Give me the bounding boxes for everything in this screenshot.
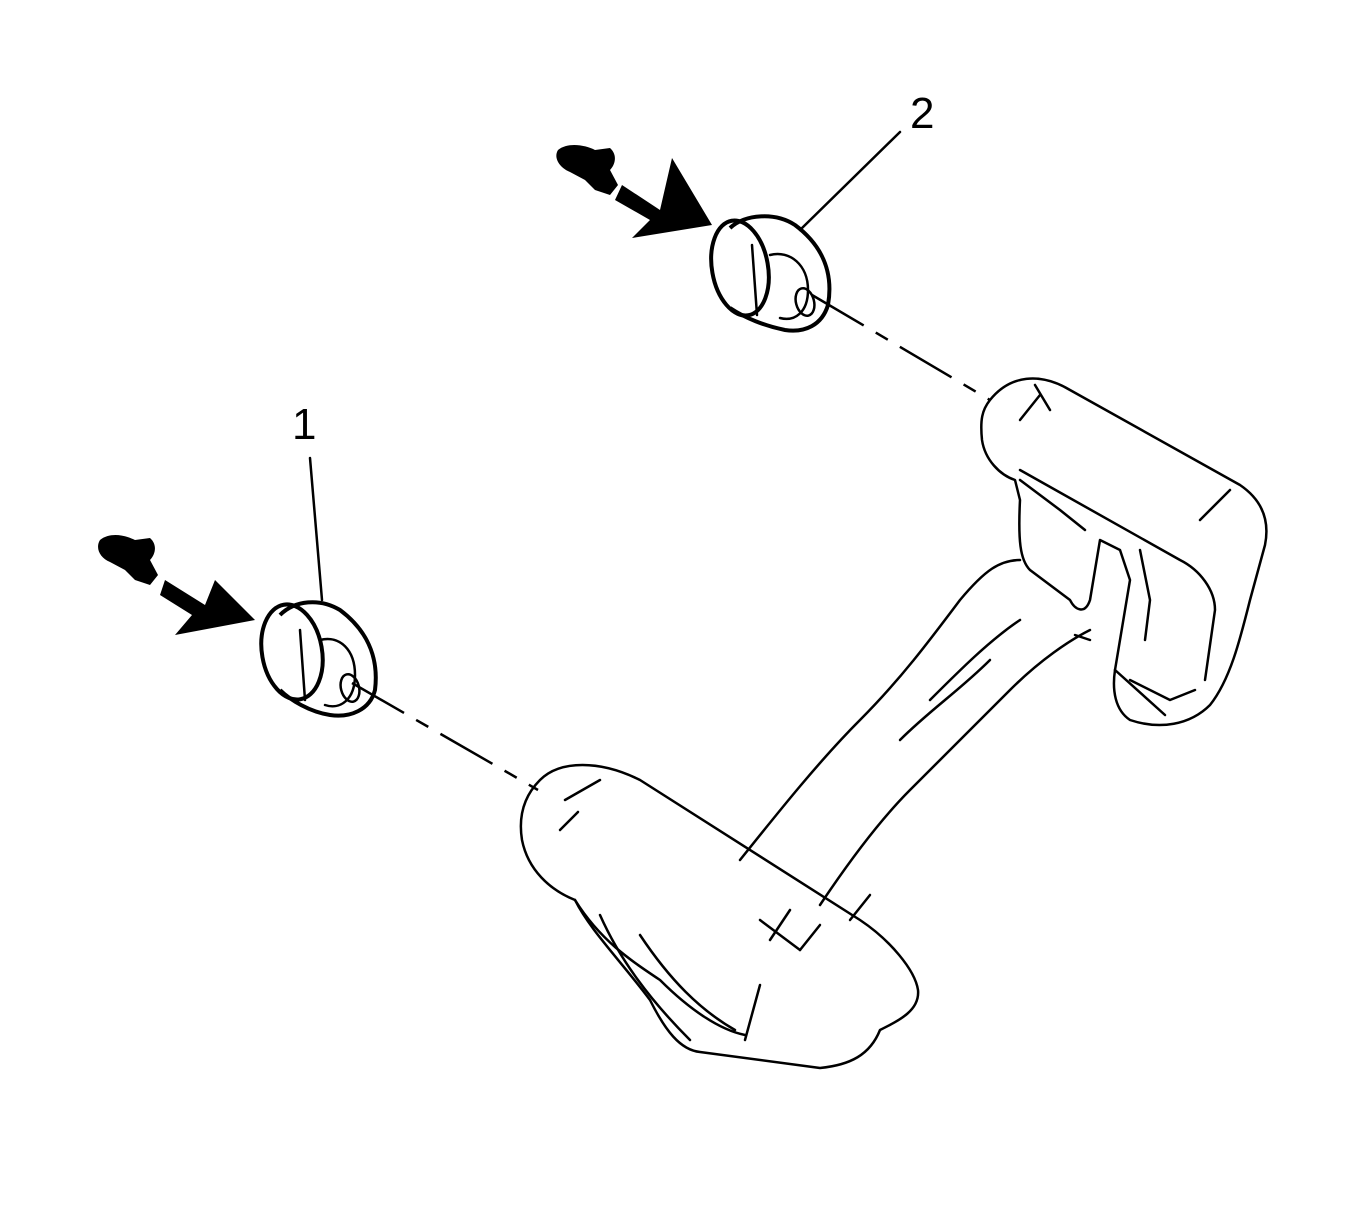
bushing-2 [709,214,832,333]
leader-line-2 [798,130,902,232]
leader-line-1 [308,456,324,602]
caliper-bracket [519,377,1268,1070]
lubricant-arrow-icon [98,535,255,635]
lubricant-arrow-icon [556,145,712,238]
centerline-1 [351,681,539,792]
centerline-2 [811,293,991,402]
bushing-1 [259,600,378,718]
callout-label-2: 2 [910,89,935,138]
callout-label-1: 1 [292,400,317,449]
